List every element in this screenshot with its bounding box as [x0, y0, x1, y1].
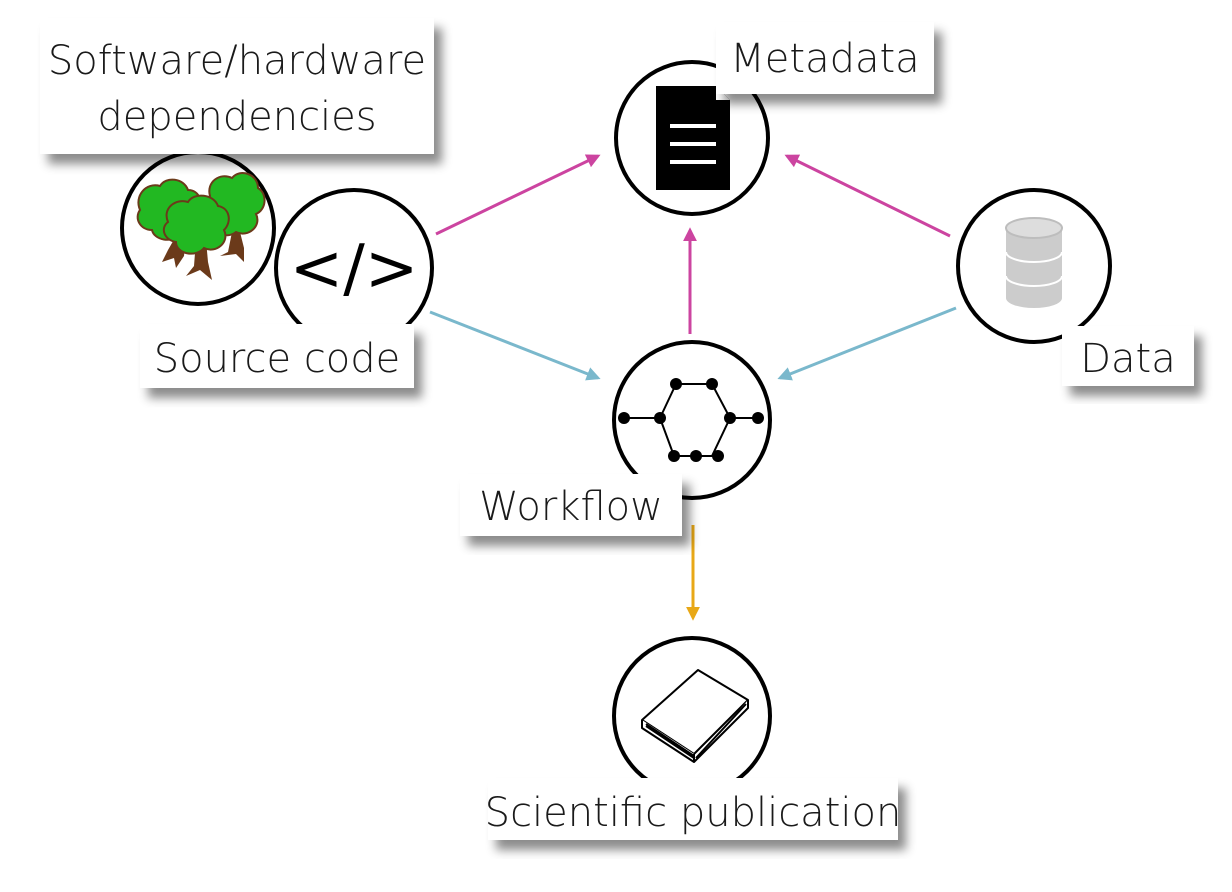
software-label-line2: dependencies	[97, 94, 376, 140]
publication-node	[612, 636, 772, 796]
workflow-node	[612, 340, 772, 500]
metadata-node	[614, 60, 770, 216]
publication-label-text: Scientific publication	[485, 790, 902, 836]
source-code-label: Source code	[140, 324, 414, 388]
trees-icon	[136, 172, 266, 280]
graph-nodes	[618, 378, 764, 462]
source-code-node: </>	[274, 188, 434, 348]
book-icon	[641, 669, 749, 763]
source-code-label-text: Source code	[154, 336, 401, 382]
workflow-circle	[612, 340, 772, 500]
software-label-line1: Software/hardware	[48, 38, 426, 84]
data-label-text: Data	[1080, 336, 1176, 382]
document-icon	[656, 86, 730, 190]
data-label: Data	[1062, 326, 1194, 386]
software-node	[120, 150, 276, 306]
edge-source-to-workflow	[429, 310, 601, 381]
edge-data-to-workflow	[777, 306, 957, 381]
edge-data-to-metadata	[784, 154, 951, 238]
data-node	[956, 188, 1112, 344]
publication-label: Scientific publication	[485, 778, 902, 840]
metadata-label-text: Metadata	[730, 36, 919, 82]
software-label: Software/hardware dependencies	[40, 18, 434, 154]
database-icon	[1005, 217, 1063, 308]
metadata-label: Metadata	[716, 22, 934, 94]
workflow-label: Workflow	[460, 474, 682, 536]
edge-source-to-metadata	[435, 154, 601, 236]
workflow-label-text: Workflow	[479, 484, 663, 530]
code-icon: </>	[290, 232, 419, 306]
